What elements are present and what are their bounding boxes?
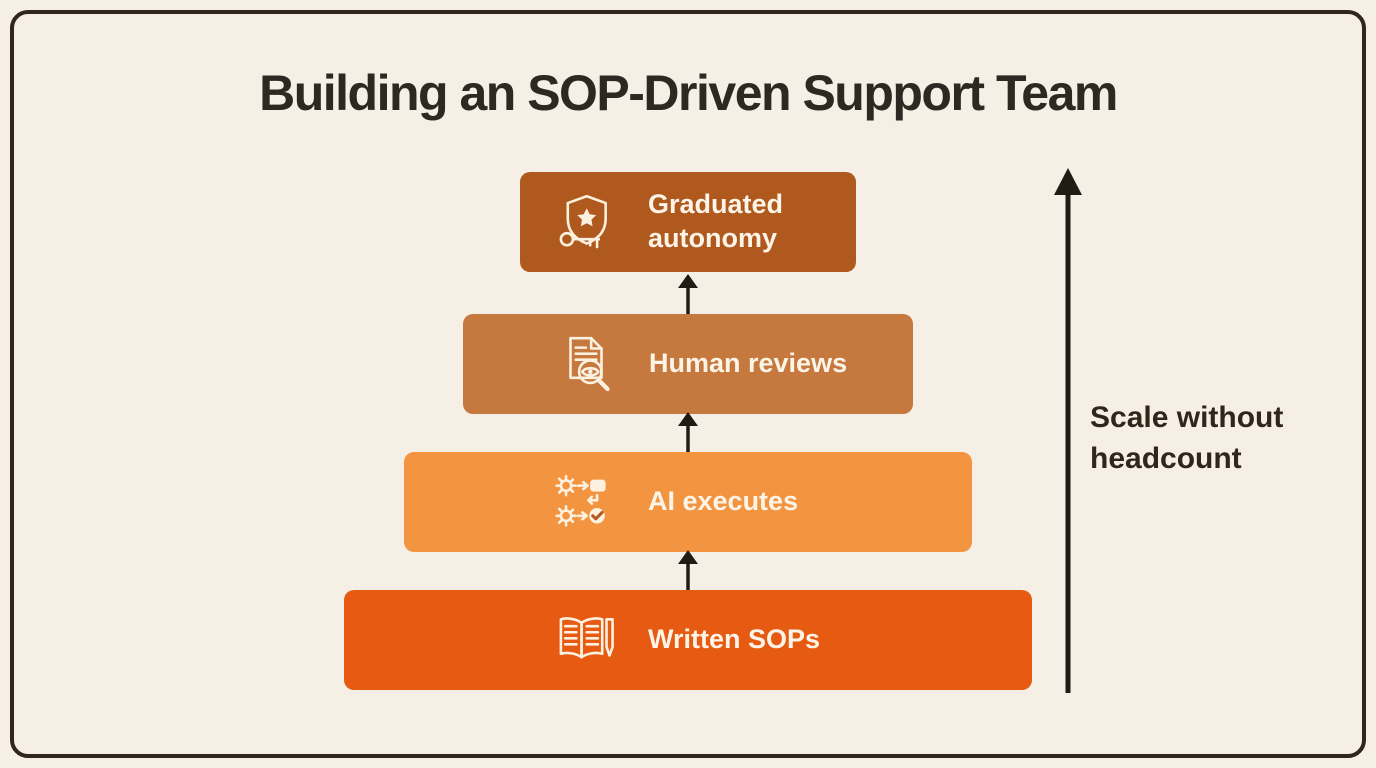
border-frame [10,10,1366,758]
up-arrow-icon [675,550,701,590]
shield-star-key-icon [546,191,624,253]
level-written-sops: Written SOPs [344,590,1032,690]
level-label: Written SOPs [648,624,821,655]
open-book-pen-icon [546,609,624,671]
level-human-reviews: Human reviews [463,314,913,414]
level-graduated-autonomy: Graduated autonomy [520,172,856,272]
page-title: Building an SOP-Driven Support Team [259,65,1118,121]
level-label: Graduated autonomy [648,189,784,253]
level-label: Human reviews [649,348,848,379]
level-label: AI executes [648,486,799,517]
scale-arrow-icon [1048,168,1088,698]
level-content: Human reviews [547,314,847,414]
up-arrow-icon [675,412,701,452]
gears-workflow-icon [546,471,624,533]
scale-without-headcount-label: Scale without headcount [1090,401,1284,475]
level-ai-executes: AI executes [404,452,972,552]
level-content: Graduated autonomy [546,172,863,272]
document-magnifier-eye-icon [547,333,625,395]
up-arrow-icon [675,274,701,314]
level-content: Written SOPs [546,590,820,690]
level-content: AI executes [546,452,798,552]
